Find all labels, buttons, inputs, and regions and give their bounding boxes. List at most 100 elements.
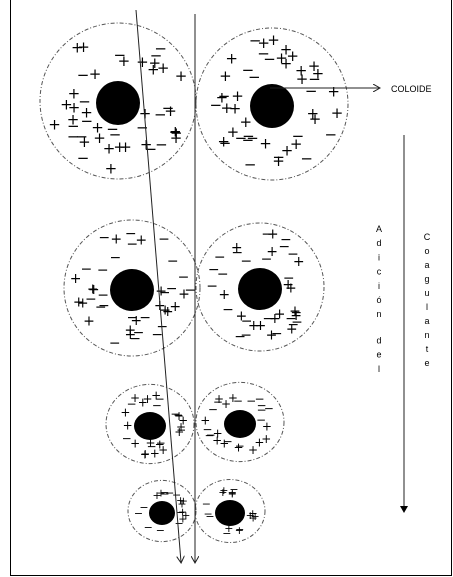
negative-charge: − [125, 226, 137, 242]
positive-charge: + [327, 82, 340, 100]
positive-charge: + [248, 318, 260, 334]
negative-charge: − [134, 507, 143, 520]
negative-charge: − [176, 423, 186, 437]
positive-charge: + [282, 277, 294, 293]
diagram-frame [10, 0, 452, 576]
negative-charge: − [292, 127, 305, 145]
positive-charge: + [296, 70, 309, 88]
positive-charge: + [120, 406, 130, 420]
negative-charge: − [172, 489, 181, 502]
positive-charge: + [307, 104, 320, 122]
double-layer-boundary [127, 479, 197, 543]
negative-charge: − [325, 125, 338, 143]
negative-charge: − [202, 423, 212, 437]
negative-charge: − [287, 247, 299, 263]
positive-charge: + [157, 59, 170, 77]
negative-charge: − [305, 82, 318, 100]
double-layer-boundary [195, 381, 285, 463]
negative-charge: − [271, 326, 283, 342]
positive-charge: + [83, 314, 95, 330]
negative-charge: − [256, 413, 266, 427]
positive-charge: + [257, 34, 270, 52]
positive-charge: + [139, 105, 152, 123]
positive-charge: + [212, 434, 222, 448]
negative-charge: − [246, 394, 256, 408]
vertical-label-letter: i [378, 252, 380, 262]
positive-charge: + [231, 240, 243, 256]
negative-charge: − [154, 40, 167, 58]
positive-charge: + [218, 287, 230, 303]
negative-charge: − [173, 408, 183, 422]
positive-charge: + [266, 328, 278, 344]
positive-charge: + [103, 140, 116, 158]
positive-charge: + [140, 136, 153, 154]
positive-charge: + [136, 53, 149, 71]
positive-charge: + [145, 436, 155, 450]
negative-charge: − [261, 226, 273, 242]
positive-charge: + [164, 102, 177, 120]
positive-charge: + [91, 118, 104, 136]
vertical-label-letter: d [376, 335, 381, 345]
positive-charge: + [77, 296, 89, 312]
colloid-particle: +−−−−+−−+++−−−−+++++−+++−+−−−−++−−−+−−−− [63, 219, 201, 357]
negative-charge: − [222, 527, 231, 540]
negative-charge: − [109, 336, 121, 352]
positive-charge: + [87, 282, 99, 298]
negative-charge: − [109, 126, 122, 144]
negative-charge: − [308, 70, 321, 88]
negative-charge: − [126, 397, 136, 411]
negative-charge: − [85, 291, 97, 307]
positive-charge: + [293, 254, 305, 270]
negative-charge: − [95, 300, 107, 316]
colloid-core [149, 501, 175, 525]
negative-charge: − [155, 392, 165, 406]
negative-charge: − [223, 434, 233, 448]
vertical-label-letter: C [424, 232, 431, 242]
negative-charge: − [114, 46, 127, 64]
negative-charge: − [205, 510, 214, 523]
negative-charge: − [278, 239, 290, 255]
positive-charge: + [240, 113, 253, 131]
negative-charge: − [139, 501, 148, 514]
positive-charge: + [280, 41, 293, 59]
vertical-label-letter: e [376, 350, 381, 360]
negative-charge: − [165, 487, 174, 500]
negative-charge: − [208, 403, 218, 417]
colloid-label: COLOIDE [391, 84, 432, 94]
vertical-label-letter: u [424, 288, 429, 298]
negative-charge: − [184, 282, 196, 298]
positive-charge: + [178, 512, 187, 525]
positive-charge: + [176, 420, 186, 434]
double-layer-boundary [105, 383, 195, 465]
negative-charge: − [169, 123, 182, 141]
positive-charge: + [123, 419, 133, 433]
negative-charge: − [77, 66, 90, 84]
positive-charge: + [219, 484, 228, 497]
negative-charge: − [300, 149, 313, 167]
negative-charge: − [244, 155, 257, 173]
vertical-label-letter: t [426, 344, 429, 354]
positive-charge: + [175, 67, 188, 85]
positive-charge: + [178, 413, 188, 427]
positive-charge: + [142, 392, 152, 406]
negative-charge: − [241, 313, 253, 329]
positive-charge: + [221, 397, 231, 411]
positive-charge: + [149, 54, 162, 72]
negative-charge: − [264, 402, 274, 416]
double-layer-boundary [194, 479, 266, 543]
positive-charge: + [170, 124, 183, 142]
positive-charge: + [228, 391, 238, 405]
negative-charge: − [256, 403, 266, 417]
negative-charge: − [233, 394, 243, 408]
positive-charge: + [105, 159, 118, 177]
positive-charge: + [248, 443, 258, 457]
negative-charge: − [235, 523, 244, 536]
double-layer-boundary [195, 222, 325, 352]
negative-charge: − [160, 488, 169, 501]
positive-charge: + [78, 133, 91, 151]
negative-charge: − [214, 250, 226, 266]
positive-charge: + [280, 55, 293, 73]
negative-charge: − [144, 521, 153, 534]
positive-charge: + [289, 304, 301, 320]
